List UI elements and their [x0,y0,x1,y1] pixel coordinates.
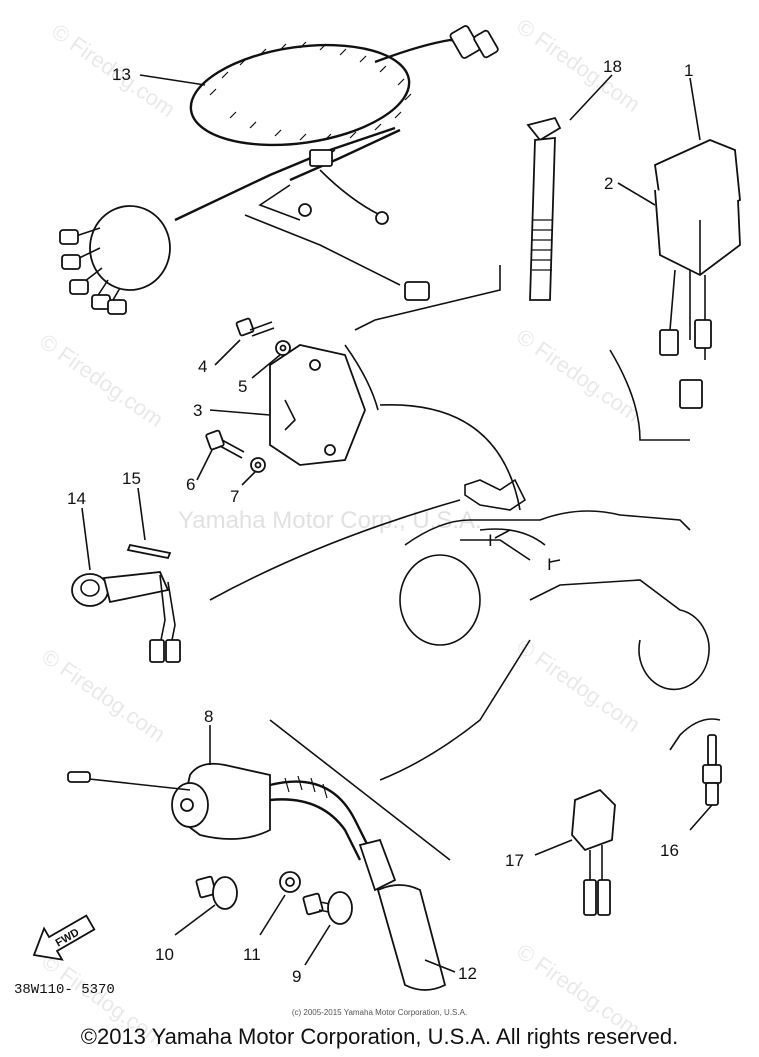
callout-8: 8 [204,707,213,726]
small-copyright: (c) 2005-2015 Yamaha Motor Corporation, … [291,1008,468,1017]
catalog-code: 38W110- 5370 [14,982,115,998]
fasteners-lower [195,871,353,925]
callout-14: 14 [67,489,86,508]
watermark-text: © Firedog.com [512,324,645,427]
fwd-label: FWD [54,926,82,949]
watermark-text: © Firedog.com [512,634,645,737]
ignition-coil [67,639,531,991]
cable-band [526,116,562,301]
callout-9: 9 [292,967,301,986]
relay [571,788,616,916]
wire-harness [59,25,501,331]
callout-15: 15 [122,469,141,488]
callout-5: 5 [238,377,247,396]
callout-7: 7 [230,487,239,506]
callout-17: 17 [505,851,524,870]
callout-labels: 1 2 3 4 5 6 7 8 9 10 11 12 13 14 15 16 1… [67,57,693,986]
leader-lines [81,74,713,973]
sensor-assembly [71,499,461,663]
cdi-unit [269,344,521,511]
callout-2: 2 [604,174,613,193]
spark-plug [669,718,722,806]
main-switch [609,139,741,441]
callout-12: 12 [458,964,477,983]
watermark-text: © Firedog.com [512,14,645,117]
callout-3: 3 [193,401,202,420]
fasteners-upper [205,317,291,473]
callout-16: 16 [660,841,679,860]
callout-13: 13 [112,65,131,84]
callout-bike-b: I [547,555,552,574]
copyright-footer: ©2013 Yamaha Motor Corporation, U.S.A. A… [80,1024,679,1049]
callout-11: 11 [243,945,261,964]
callout-1: 1 [684,61,693,80]
callout-10: 10 [155,945,174,964]
watermark-text: © Firedog.com [35,329,168,432]
callout-6: 6 [186,475,195,494]
callout-bike-a: I [488,531,493,550]
callout-18: 18 [603,57,622,76]
callout-4: 4 [198,357,207,376]
motorcycle-silhouette [399,478,710,691]
watermark-center: Yamaha Motor Corp., U.S.A. [178,507,482,534]
